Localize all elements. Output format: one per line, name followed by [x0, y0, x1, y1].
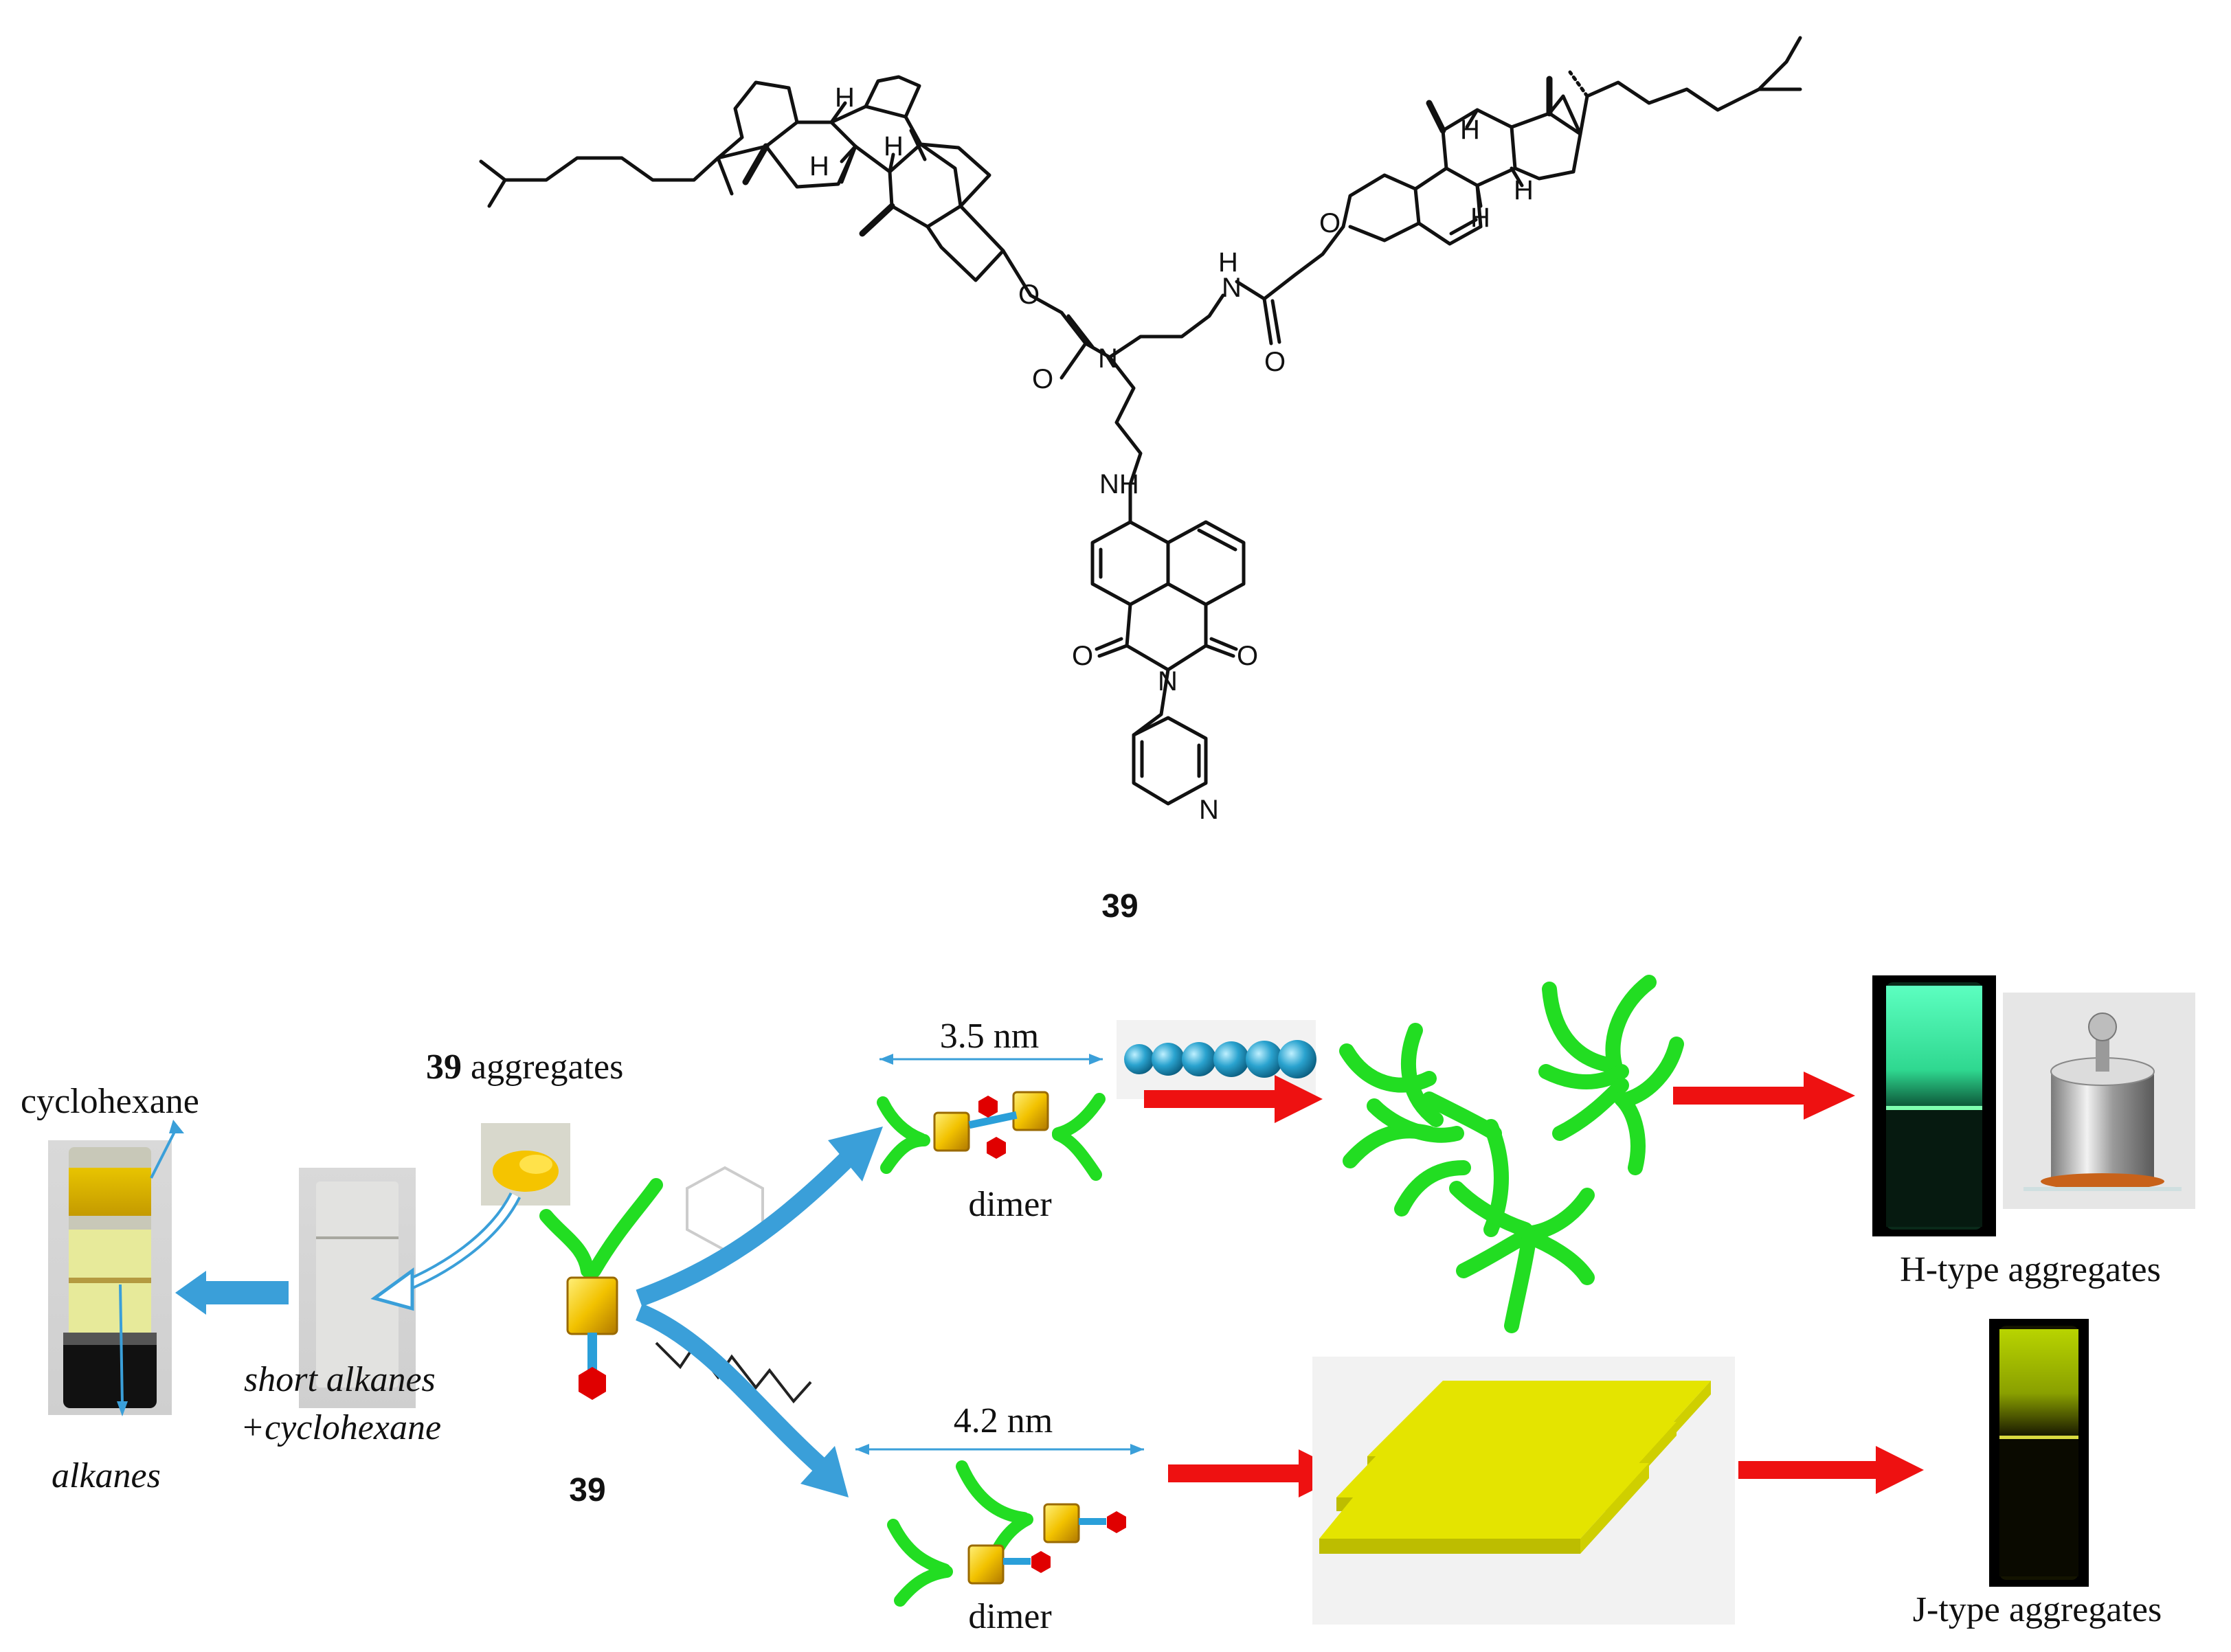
n-label-central: N [1098, 343, 1118, 374]
addition-arrow-head [370, 1267, 414, 1311]
red-arrow-head [1804, 1072, 1855, 1120]
upper-distance-label: 3.5 nm [940, 1017, 1039, 1056]
mixture-line-2: +cyclohexane [240, 1408, 441, 1447]
stacked-sheets-image [1312, 1357, 1735, 1625]
o-label-imide-right: O [1237, 641, 1258, 671]
upper-dimer-cartoon [877, 1091, 1106, 1181]
bead-chain-image [1117, 1020, 1316, 1099]
h-label-1: H [835, 82, 855, 113]
lower-dimer-cartoon [887, 1460, 1126, 1607]
compound-number-structure: 39 [1101, 888, 1138, 925]
arrow-head [175, 1271, 206, 1315]
lower-dimer-label: dimer [968, 1597, 1051, 1636]
green-fiber-network [1339, 975, 1684, 1333]
lower-branch-arrow [636, 1303, 827, 1473]
lower-distance-label: 4.2 nm [954, 1401, 1053, 1440]
aggregates-compound-number: 39 [426, 1048, 462, 1087]
o-label-ester-right: O [1319, 208, 1341, 238]
h-label-4: H [1460, 115, 1480, 145]
h-label-2: H [809, 151, 829, 181]
powder-photo [481, 1123, 570, 1206]
h-type-vial-photo [1872, 975, 1996, 1236]
pointer-head [117, 1401, 128, 1416]
n-label-right: N [1222, 273, 1242, 303]
upper-distance-marker [879, 1054, 1103, 1065]
o-label-ester-left: O [1018, 280, 1040, 310]
upper-branch-arrow [636, 1147, 859, 1307]
o-label-carbonyl-right: O [1264, 347, 1286, 377]
nh-label-amine: NH [1099, 469, 1139, 499]
weight-on-gel-photo [2003, 993, 2195, 1209]
molecule-39-cartoon [539, 1178, 663, 1400]
h-label-6: H [1470, 203, 1490, 233]
upper-dimer-label: dimer [968, 1185, 1051, 1224]
solvent-bottom-pointer [119, 1284, 124, 1405]
aggregates-label: 39 aggregates [426, 1048, 623, 1087]
red-arrow-head [1876, 1446, 1924, 1494]
mixture-line-1: short alkanes [244, 1360, 436, 1399]
lower-branch-arrow-head [800, 1446, 849, 1497]
j-type-label: J-type aggregates [1913, 1590, 2162, 1629]
chemical-structure [479, 36, 1802, 806]
pointer-head [169, 1120, 184, 1133]
solvent-top-pointer [150, 1126, 179, 1179]
aggregates-suffix: aggregates [471, 1048, 623, 1087]
red-arrow-head [1275, 1075, 1323, 1123]
nh-label-right: H [1218, 247, 1238, 278]
solvent-top-label: cyclohexane [21, 1082, 199, 1121]
h-type-label: H-type aggregates [1900, 1250, 2161, 1289]
compound-number-scheme: 39 [569, 1472, 605, 1508]
lower-distance-marker [855, 1444, 1144, 1455]
h-label-5: H [1514, 175, 1534, 205]
o-label-imide-left: O [1072, 641, 1093, 671]
upper-branch-arrow-head [828, 1127, 883, 1181]
biphasic-vial-photo [48, 1140, 172, 1415]
o-label-carbonyl-left: O [1032, 364, 1053, 394]
n-label-imide: N [1158, 666, 1178, 697]
h-label-3: H [884, 131, 904, 161]
n-label-pyridine: N [1199, 795, 1219, 825]
alkane-zigzag-icon [655, 1342, 812, 1404]
solvent-bottom-label: alkanes [52, 1456, 161, 1495]
j-type-vial-photo [1989, 1319, 2089, 1587]
